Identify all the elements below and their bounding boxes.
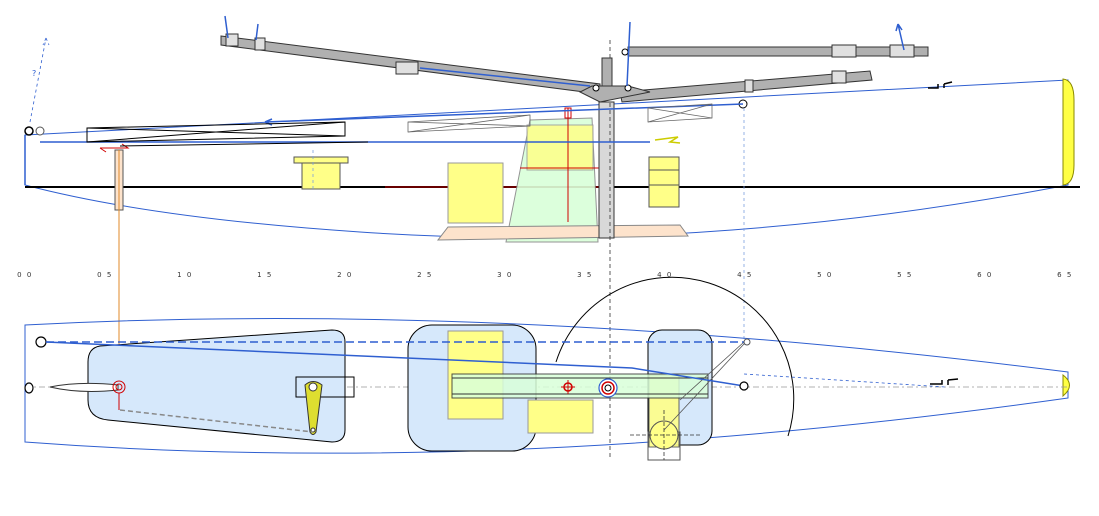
rig-line — [626, 21, 631, 87]
sail-diagonal — [86, 121, 346, 143]
fairlead-ring-plan — [739, 381, 749, 391]
deck-beam — [119, 141, 369, 147]
sail-diagonal — [407, 121, 531, 127]
scale-tick-label: 5 0 — [817, 271, 833, 279]
rudder-post-ring-inner — [115, 383, 123, 391]
boom-clamp — [225, 33, 239, 47]
stern-ring-plan — [24, 382, 34, 394]
rig-line — [419, 67, 591, 87]
yellow-flag — [654, 136, 681, 144]
winch-servo-side — [648, 156, 680, 208]
boom-clamp — [744, 79, 754, 93]
scale-tick-label: 6 5 — [1057, 271, 1073, 279]
scale-tick-label: 1 5 — [257, 271, 273, 279]
scale-tick-label: 6 0 — [977, 271, 993, 279]
boom-swing-arc — [555, 276, 795, 437]
servo-arm — [304, 381, 323, 435]
stern-ring — [35, 126, 45, 136]
hull-plan-outline — [24, 318, 1069, 454]
boom-clamp — [831, 70, 847, 84]
boom-clamp — [831, 44, 857, 58]
red-arrow-rudder — [99, 143, 130, 153]
rig-line-arrow — [895, 23, 905, 51]
boom-clamp — [395, 61, 419, 75]
scale-tick-label: 0 5 — [97, 271, 113, 279]
scale-tick-label: 5 5 — [897, 271, 913, 279]
ballast-bulb — [436, 224, 689, 241]
sheet-line-solid — [45, 341, 745, 387]
mast-tube-side — [598, 101, 615, 239]
rig-line — [255, 23, 259, 41]
sail-diagonal — [407, 114, 531, 133]
length-scale: 0 0 0 5 1 0 1 5 2 0 2 5 3 0 3 5 4 0 4 5 5 0 5 5 6 0 6… — [17, 271, 1073, 279]
sail-diagonal — [647, 103, 713, 123]
gooseneck-ring — [592, 84, 600, 92]
red-mast-step-marker — [564, 107, 572, 119]
scale-tick-label: 4 5 — [737, 271, 753, 279]
scale-tick-label: 1 0 — [177, 271, 193, 279]
mast-step-ring-inner — [601, 381, 615, 395]
rudder-servo-plan — [295, 376, 355, 398]
bow-fitting-side — [928, 81, 953, 89]
servo-arm-pivot — [308, 382, 318, 392]
rudder-pushrod — [119, 409, 314, 433]
scale-tick-label: 2 0 — [337, 271, 353, 279]
fairlead-ring-plan-upper — [743, 338, 751, 346]
boom-clamp — [254, 37, 266, 51]
scale-tick-label: 3 5 — [577, 271, 593, 279]
receiver-box-side — [526, 124, 594, 171]
stern-ring — [24, 126, 34, 136]
mast-step-ring-core — [604, 384, 612, 392]
rail-brace — [679, 341, 745, 401]
boom-clamp — [889, 44, 915, 58]
sheet-line-thin-dash — [743, 373, 946, 388]
scale-tick-label: 3 0 — [497, 271, 513, 279]
receiver-box-plan — [527, 399, 594, 434]
side-elevation: ? — [24, 15, 1080, 460]
gooseneck-ring — [621, 48, 629, 56]
rudder-blade-plan — [49, 382, 119, 392]
plan-view — [24, 276, 1070, 461]
stern-ring-plan — [35, 336, 47, 348]
gooseneck-ring — [624, 84, 632, 92]
rig-line — [224, 15, 229, 39]
bow-bumper — [1062, 78, 1075, 186]
scale-tick-label: 2 5 — [417, 271, 433, 279]
rail-brace — [663, 343, 745, 431]
bow-bumper-plan — [1062, 373, 1070, 398]
scale-tick-label: 0 0 — [17, 271, 33, 279]
upper-boom-side — [627, 46, 929, 57]
bow-fitting-plan — [930, 378, 959, 385]
uncertain-line-arrow — [29, 37, 50, 123]
battery-box-side — [447, 162, 504, 224]
scale-tick-label: 4 0 — [657, 271, 673, 279]
rudder-servo-tab — [293, 156, 349, 164]
question-annotation: ? — [32, 69, 36, 78]
